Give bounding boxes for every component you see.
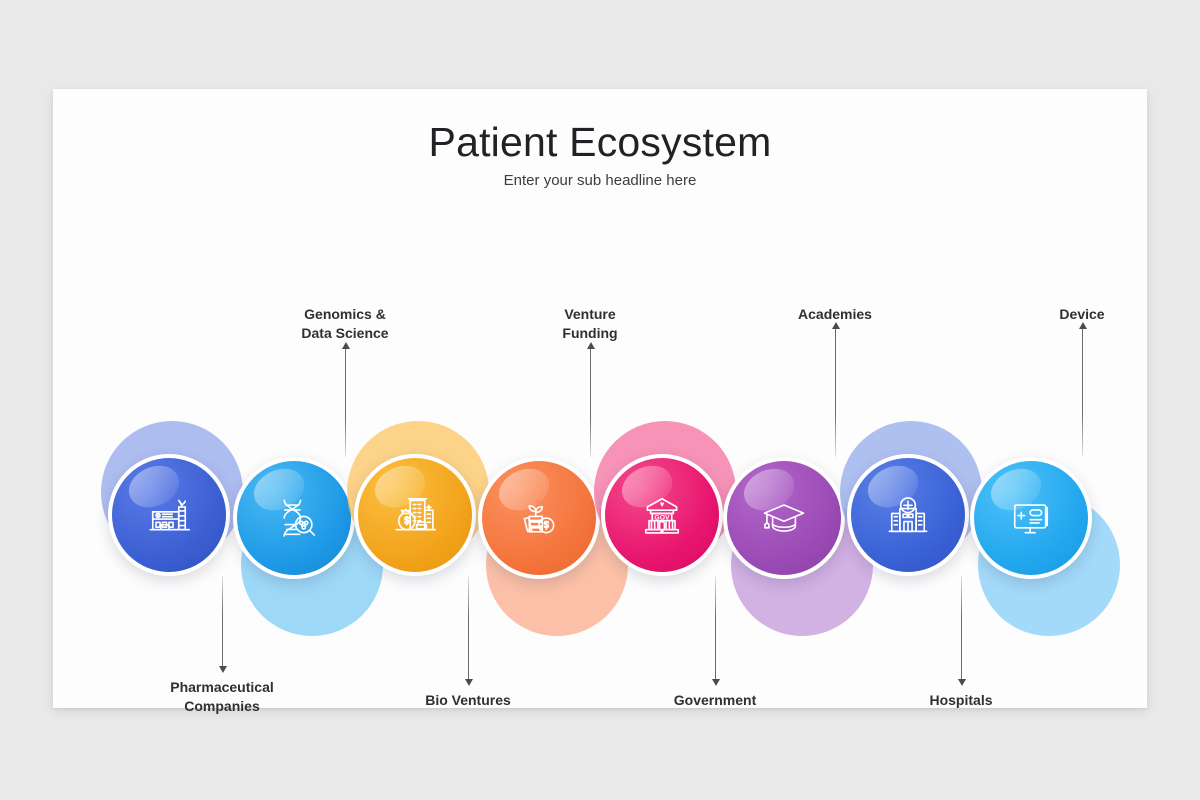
connector-line (715, 576, 716, 681)
connector-line (345, 349, 346, 457)
arrowhead-down-icon (464, 679, 473, 686)
node-label-line1: Venture (564, 306, 616, 322)
arrowhead-up-icon (1078, 322, 1087, 329)
node-label-line1: Pharmaceutical (170, 679, 274, 695)
dna-magnifier-icon (237, 461, 351, 575)
arrowhead-down-icon (218, 666, 227, 673)
graduation-cap-icon (727, 461, 841, 575)
svg-text:GOV: GOV (654, 514, 670, 521)
arrowhead-up-icon (586, 342, 595, 349)
front-circle-ring (847, 454, 969, 576)
front-circle-ring (970, 457, 1092, 579)
plant-coins-icon (482, 461, 596, 575)
node-label: Pharmaceutical Companies (127, 678, 317, 716)
node-label-line2: Companies (184, 698, 260, 714)
node-label-line1: Genomics & (304, 306, 386, 322)
slide-surface: Patient Ecosystem Enter your sub headlin… (53, 89, 1147, 714)
connector-line (468, 576, 469, 681)
node-label-line1: Device (1059, 306, 1105, 322)
connector-line (835, 329, 836, 457)
front-circle (237, 461, 351, 575)
front-circle (482, 461, 596, 575)
node-label-line1: Bio Ventures (425, 692, 511, 708)
connector-line (961, 576, 962, 681)
node-label: Bio Ventures (373, 691, 563, 710)
node-label: Government (620, 691, 810, 710)
front-circle (974, 461, 1088, 575)
front-circle (727, 461, 841, 575)
connector-line (222, 576, 223, 668)
factory-icon (112, 458, 226, 572)
page-title: Patient Ecosystem (428, 119, 772, 165)
front-circle-ring: GOV (601, 454, 723, 576)
node-label: Venture Funding (495, 305, 685, 343)
medical-monitor-icon (974, 461, 1088, 575)
page-subtitle: Enter your sub headline here (503, 172, 697, 189)
node-label-line1: Academies (798, 306, 872, 322)
front-circle (851, 458, 965, 572)
arrowhead-down-icon (711, 679, 720, 686)
front-circle (112, 458, 226, 572)
front-circle-ring (723, 457, 845, 579)
front-circle-ring (108, 454, 230, 576)
node-label: Hospitals (866, 691, 1056, 710)
front-circle: GOV (605, 458, 719, 572)
front-circle-ring (354, 454, 476, 576)
node-label-line1: Hospitals (929, 692, 993, 708)
front-circle (358, 458, 472, 572)
money-bag-buildings-icon (358, 458, 472, 572)
node-label-line2: Data Science (301, 325, 389, 341)
connector-line (1082, 329, 1083, 457)
hospital-icon (851, 458, 965, 572)
front-circle-ring (478, 457, 600, 579)
connector-line (590, 349, 591, 457)
node-label-line2: Funding (562, 325, 618, 341)
government-building-icon: GOV (605, 458, 719, 572)
node-label: Device (987, 305, 1177, 324)
node-label: Academies (740, 305, 930, 324)
front-circle-ring (233, 457, 355, 579)
node-label-line1: Government (673, 692, 757, 708)
node-label: Genomics & Data Science (250, 305, 440, 343)
arrowhead-down-icon (957, 679, 966, 686)
arrowhead-up-icon (831, 322, 840, 329)
arrowhead-up-icon (341, 342, 350, 349)
